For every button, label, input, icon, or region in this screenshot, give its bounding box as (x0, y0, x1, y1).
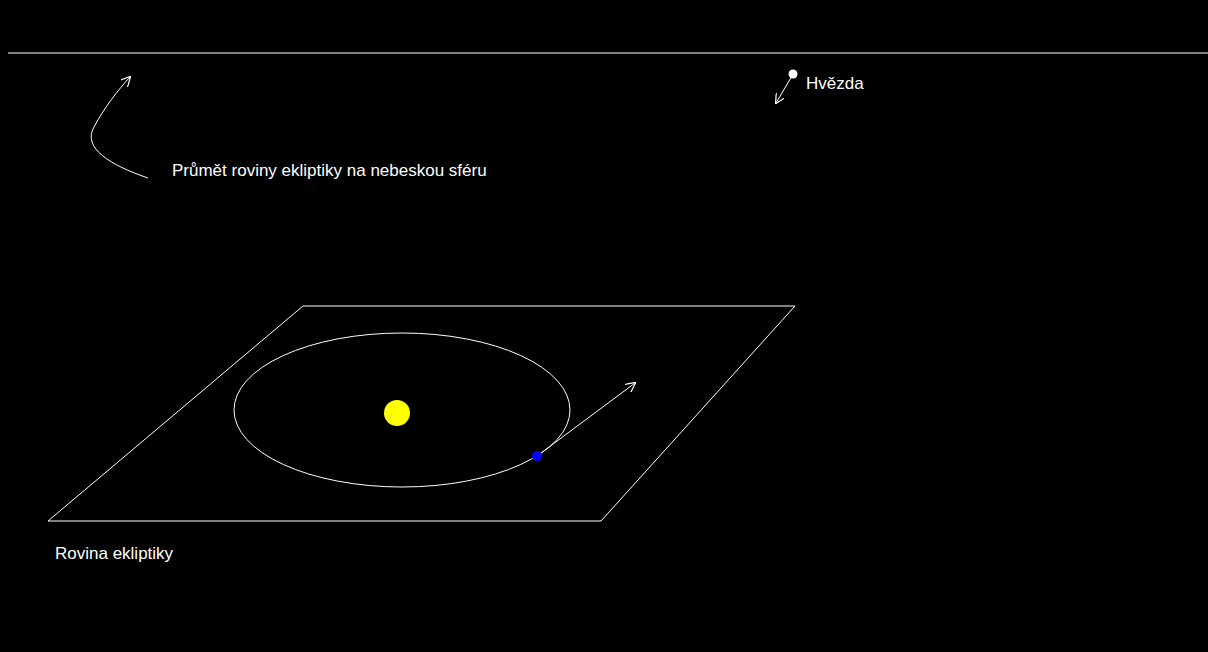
ecliptic-plane (48, 306, 795, 521)
earth (532, 451, 542, 461)
star-dot (789, 70, 798, 79)
star-arrow (776, 76, 792, 103)
orbit (234, 333, 570, 487)
text-label: Rovina ekliptiky (55, 544, 173, 564)
celestial-sphere-projection-line (8, 53, 1208, 54)
direction-arrow (537, 383, 635, 456)
sun (384, 400, 410, 426)
text-label: Hvězda (806, 74, 864, 94)
text-label: Průmět roviny ekliptiky na nebeskou sfér… (172, 161, 487, 181)
curved-arrow (91, 77, 148, 178)
